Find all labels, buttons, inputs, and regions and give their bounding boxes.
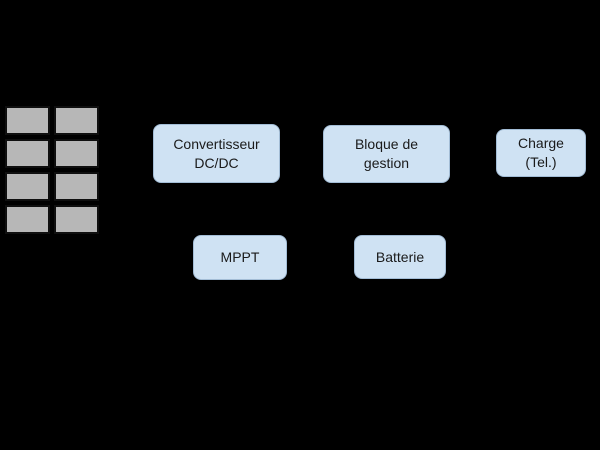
solar-cell	[5, 139, 50, 168]
solar-cell	[54, 106, 99, 135]
node-convertisseur-dcdc-label: Convertisseur DC/DC	[173, 135, 260, 171]
solar-cell	[5, 106, 50, 135]
node-mppt-label: MPPT	[220, 249, 260, 265]
solar-cell	[54, 172, 99, 201]
node-charge-tel-label: Charge (Tel.)	[518, 135, 564, 170]
node-charge-tel: Charge (Tel.)	[496, 129, 586, 177]
node-mppt: MPPT	[193, 235, 287, 280]
solar-cell	[54, 205, 99, 234]
solar-cell	[54, 139, 99, 168]
solar-panel	[5, 106, 99, 234]
node-batterie-label: Batterie	[375, 248, 425, 265]
solar-cell	[5, 205, 50, 234]
node-batterie: Batterie	[354, 235, 446, 279]
node-convertisseur-dcdc: Convertisseur DC/DC	[153, 124, 280, 183]
solar-cell	[5, 172, 50, 201]
node-bloque-de-gestion-label: Bloque de gestion	[354, 136, 419, 171]
node-bloque-de-gestion: Bloque de gestion	[323, 125, 450, 183]
